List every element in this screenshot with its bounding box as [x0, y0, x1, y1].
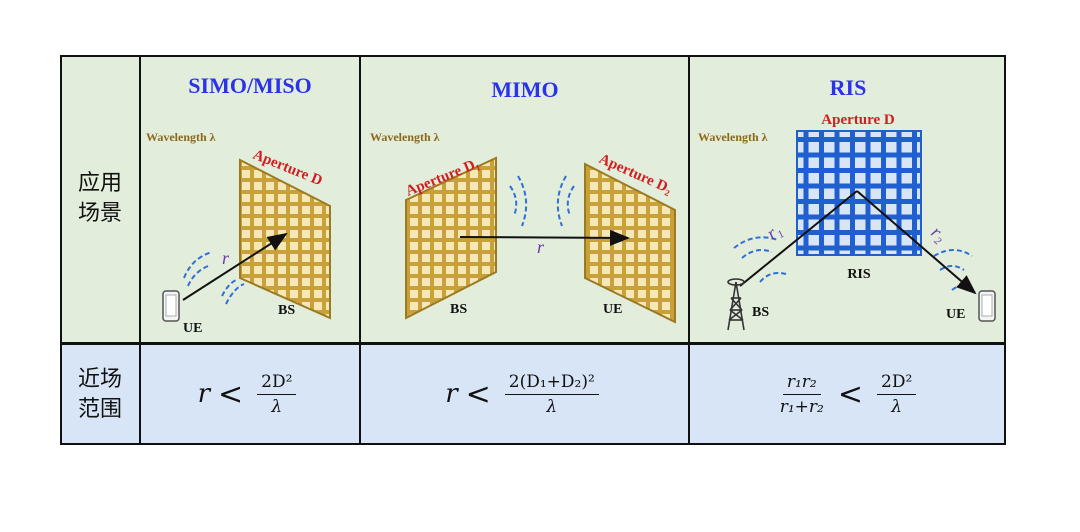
- formula-numerator: 2(D₁+D₂)²: [504, 372, 599, 395]
- wavelength-label: Wavelength λ: [146, 130, 216, 144]
- row-label-scenario: 应用 场景: [77, 171, 122, 226]
- table-col-divider: [688, 55, 690, 445]
- phone-icon: [162, 290, 180, 322]
- aperture-label: Aperture D: [821, 112, 895, 128]
- distance-arrow: [182, 232, 288, 301]
- formula-numerator: 2D²: [877, 372, 917, 395]
- ris-title: RIS: [829, 75, 867, 100]
- formula-lhs: r: [197, 379, 211, 409]
- wave-icon: [509, 175, 575, 227]
- wave-icon: [183, 251, 245, 305]
- bs-antenna-panel: [405, 156, 497, 320]
- formula-lhs-denominator: r₁+r₂: [779, 396, 824, 417]
- distance-label: r: [537, 237, 545, 257]
- distance-arrow: [459, 229, 630, 246]
- table-col-divider: [139, 55, 141, 445]
- ue-label: UE: [946, 307, 965, 322]
- table-border-top: [60, 55, 1006, 57]
- formula-lhs-fraction: r₁r₂ r₁+r₂: [780, 372, 824, 417]
- formula-denominator: λ: [891, 396, 903, 417]
- mimo-formula: r < 2(D₁+D₂)² λ: [361, 345, 689, 443]
- distance-label-2: r₂: [927, 222, 950, 246]
- mimo-title: MIMO: [491, 77, 559, 102]
- distance-arrow-2: [856, 190, 977, 295]
- distance-label-1: r₁: [763, 219, 785, 243]
- ue-label: UE: [603, 302, 622, 317]
- formula-numerator: 2D²: [257, 372, 297, 395]
- formula-relation: <: [837, 376, 863, 412]
- formula-denominator: λ: [546, 396, 558, 417]
- table-border-bottom: [60, 443, 1006, 445]
- formula-lhs: r: [445, 379, 458, 409]
- distance-label: r: [222, 248, 230, 268]
- ris-label: RIS: [847, 267, 871, 282]
- bs-label: BS: [450, 302, 467, 317]
- table-col-divider: [359, 55, 361, 445]
- distance-arrow-1: [739, 190, 858, 287]
- formula-fraction: 2D² λ: [877, 372, 917, 417]
- ue-antenna-panel: [584, 162, 676, 324]
- formula-fraction: 2(D₁+D₂)² λ: [504, 372, 599, 417]
- formula-relation: <: [465, 376, 491, 412]
- formula-relation: <: [218, 376, 244, 412]
- phone-icon: [978, 290, 996, 322]
- wavelength-label: Wavelength λ: [370, 130, 440, 144]
- row-label-near-field: 近场 范围: [77, 367, 122, 422]
- table-border-left: [60, 55, 62, 445]
- ris-formula: r₁r₂ r₁+r₂ < 2D² λ: [690, 345, 1006, 443]
- bs-label: BS: [278, 303, 295, 318]
- simo-miso-title: SIMO/MISO: [188, 73, 312, 98]
- base-station-tower-icon: [727, 278, 745, 331]
- formula-fraction: 2D² λ: [257, 372, 297, 417]
- formula-lhs-numerator: r₁r₂: [782, 372, 821, 395]
- formula-denominator: λ: [271, 396, 283, 417]
- ue-label: UE: [183, 321, 202, 336]
- table-row-divider: [60, 342, 1006, 345]
- bs-label: BS: [752, 305, 769, 320]
- simo-miso-formula: r < 2D² λ: [141, 345, 359, 443]
- wavelength-label: Wavelength λ: [698, 130, 768, 144]
- table-border-right: [1004, 55, 1006, 445]
